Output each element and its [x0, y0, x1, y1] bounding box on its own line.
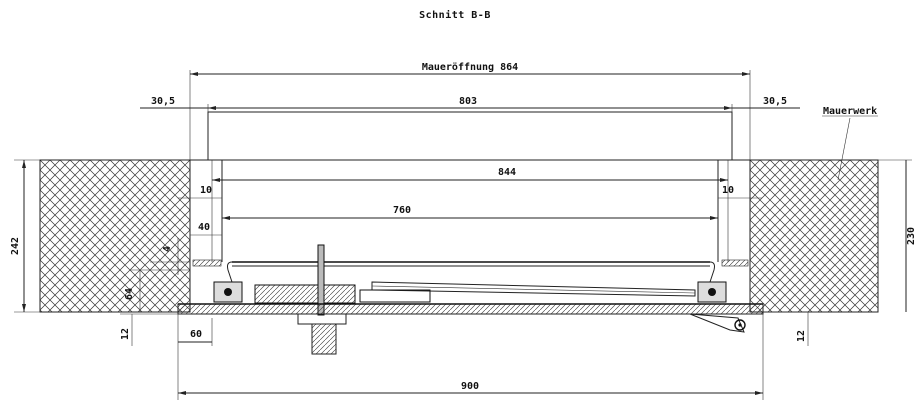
dim-height-right-label: 230 [906, 227, 916, 245]
dim-wall-opening: Maueröffnung 864 [189, 62, 751, 160]
drain-spindle [297, 313, 347, 355]
dim-insets: 10 10 [178, 185, 762, 199]
frame [190, 111, 750, 262]
dim-left-inset-10: 10 [200, 185, 212, 196]
dim-height-left: 242 [10, 159, 40, 313]
dim-bottom-right-12: 12 [796, 330, 807, 342]
dim-frame: 30,5 803 30,5 [140, 96, 800, 160]
cover-plate [192, 259, 749, 283]
dim-clear-width-label: 760 [393, 205, 411, 216]
dim-overall: 900 [178, 314, 764, 400]
dim-inner-width-label: 844 [498, 167, 516, 178]
masonry-right [749, 159, 879, 313]
dim-small-b: 64 [124, 288, 135, 300]
dim-small-verticals: 4 64 [124, 238, 190, 312]
dim-height-right: 230 [878, 159, 916, 312]
dim-bottom-left-12: 12 [120, 328, 131, 340]
dim-right-offset: 30,5 [763, 96, 787, 107]
drawing-title: Schnitt B-B [419, 9, 491, 21]
dim-clear-width: 760 40 [190, 205, 718, 236]
dim-bottom-12: 12 12 [120, 311, 818, 346]
dim-frame-width: 803 [459, 96, 477, 107]
dim-left-inset-40: 40 [198, 222, 210, 233]
masonry-left [39, 159, 191, 313]
dim-flange-60: 60 [177, 314, 213, 400]
hinge [689, 313, 746, 333]
dim-small-a: 4 [162, 246, 173, 252]
dim-overall-label: 900 [461, 381, 479, 392]
material-label: Mauerwerk [823, 106, 877, 117]
dim-height-left-label: 242 [10, 237, 21, 255]
dim-flange-60-label: 60 [190, 329, 202, 340]
dim-wall-opening-label: Maueröffnung 864 [422, 62, 518, 73]
floor-plate [177, 303, 764, 315]
lift-mechanism [213, 244, 727, 316]
dim-inner-width: 844 [212, 167, 728, 182]
dim-right-inset-10: 10 [722, 185, 734, 196]
dim-left-offset: 30,5 [151, 96, 175, 107]
